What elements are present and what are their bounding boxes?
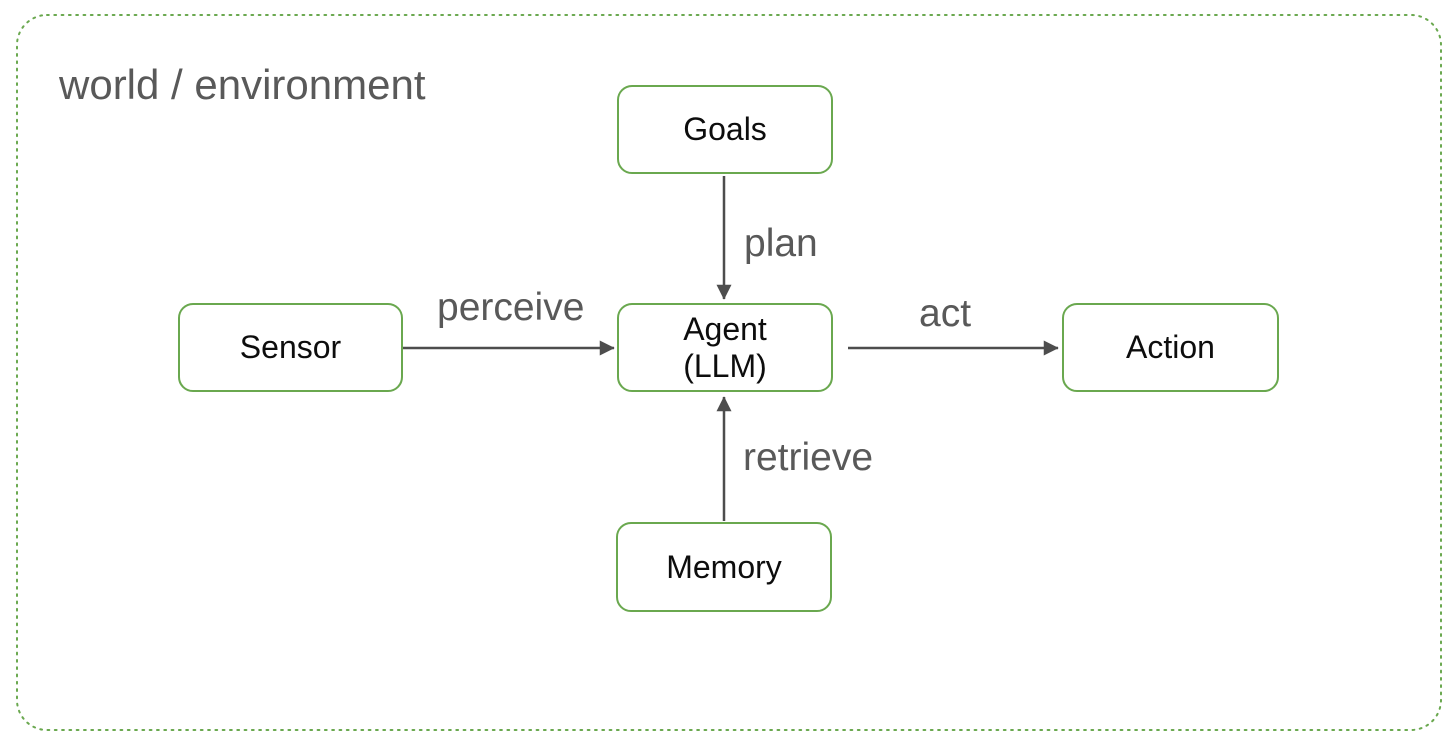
- edge-perceive-label: perceive: [437, 286, 585, 329]
- node-memory-label: Memory: [666, 548, 782, 585]
- node-agent-label: Agent: [683, 310, 767, 347]
- node-memory: Memory: [616, 522, 832, 612]
- node-action-label: Action: [1126, 329, 1215, 366]
- node-action: Action: [1062, 303, 1279, 392]
- node-sensor-label: Sensor: [239, 329, 342, 366]
- edge-retrieve-label: retrieve: [743, 436, 874, 479]
- node-agent-sublabel: (LLM): [683, 347, 767, 384]
- node-agent: Agent (LLM): [617, 303, 833, 392]
- environment-label: world / environment: [59, 61, 426, 108]
- edge-act-label: act: [919, 292, 972, 335]
- node-goals: Goals: [617, 85, 833, 174]
- edge-plan-label: plan: [744, 222, 818, 265]
- node-sensor: Sensor: [178, 303, 403, 392]
- node-goals-label: Goals: [683, 111, 767, 148]
